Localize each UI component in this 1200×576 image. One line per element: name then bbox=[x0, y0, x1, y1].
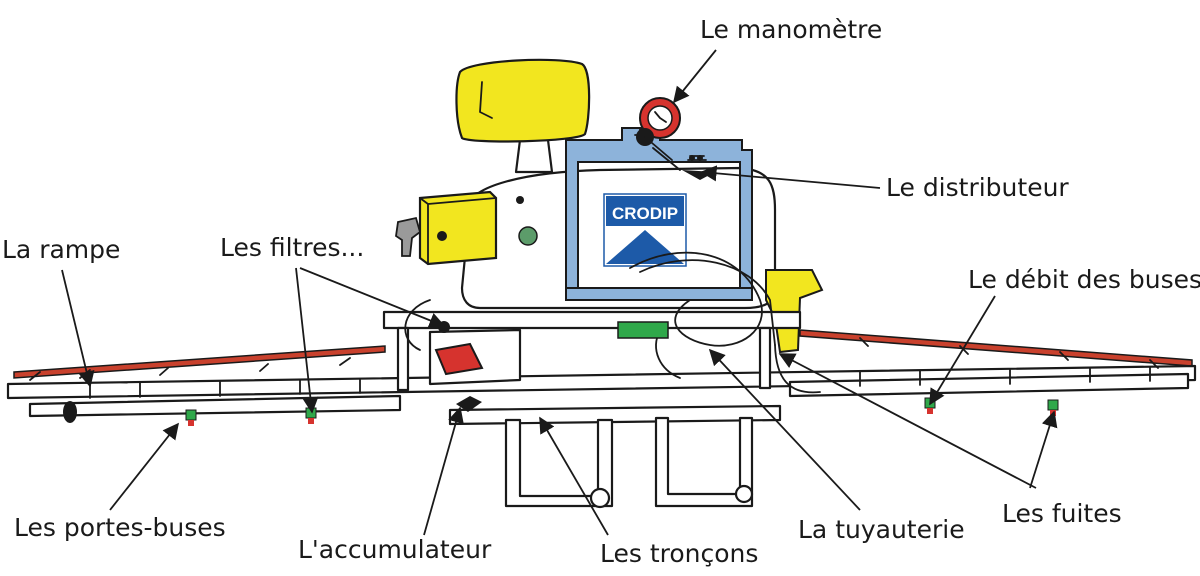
boom-end-cap bbox=[63, 401, 77, 423]
arrow-fuites-2 bbox=[1029, 410, 1058, 489]
label-manometre: Le manomètre bbox=[700, 15, 882, 44]
tank-badge bbox=[518, 226, 538, 246]
label-rampe: La rampe bbox=[2, 235, 120, 264]
chassis bbox=[382, 310, 802, 509]
filter-part bbox=[438, 321, 450, 333]
arrow-filtres-2 bbox=[299, 267, 446, 329]
section-valve bbox=[617, 321, 669, 339]
label-debit: Le débit des buses bbox=[968, 265, 1200, 294]
arrow-manometre bbox=[672, 49, 717, 104]
label-tuyauterie: La tuyauterie bbox=[798, 515, 965, 544]
arrow-distributeur bbox=[700, 165, 881, 189]
arrow-rampe bbox=[61, 269, 95, 388]
crodip-logo: CRODIP bbox=[603, 193, 687, 267]
label-accumulateur: L'accumulateur bbox=[298, 535, 492, 564]
arrow-filtres-1 bbox=[295, 267, 319, 414]
arrow-debit bbox=[929, 295, 996, 406]
label-portes-buses: Les portes-buses bbox=[14, 513, 226, 542]
label-troncons: Les tronçons bbox=[600, 539, 758, 568]
boom-arms bbox=[13, 329, 1193, 379]
labels: Le manomètre Le distributeur La rampe Le… bbox=[2, 15, 1200, 568]
label-distributeur: Le distributeur bbox=[886, 173, 1069, 202]
accumulator-block bbox=[434, 342, 484, 376]
hopper bbox=[455, 58, 591, 174]
arrow-troncons bbox=[539, 416, 609, 536]
manometer bbox=[634, 97, 681, 139]
crodip-logo-text: CRODIP bbox=[612, 204, 678, 223]
arrow-portes-buses bbox=[109, 422, 180, 511]
arrows bbox=[61, 49, 1058, 536]
valve-box bbox=[395, 190, 498, 266]
arrow-accumulateur bbox=[423, 406, 464, 536]
label-fuites: Les fuites bbox=[1002, 499, 1122, 528]
label-filtres: Les filtres... bbox=[220, 233, 364, 262]
arrow-fuites-1 bbox=[778, 353, 1037, 489]
blue-frame bbox=[565, 127, 753, 301]
arrow-tuyauterie bbox=[708, 348, 861, 511]
